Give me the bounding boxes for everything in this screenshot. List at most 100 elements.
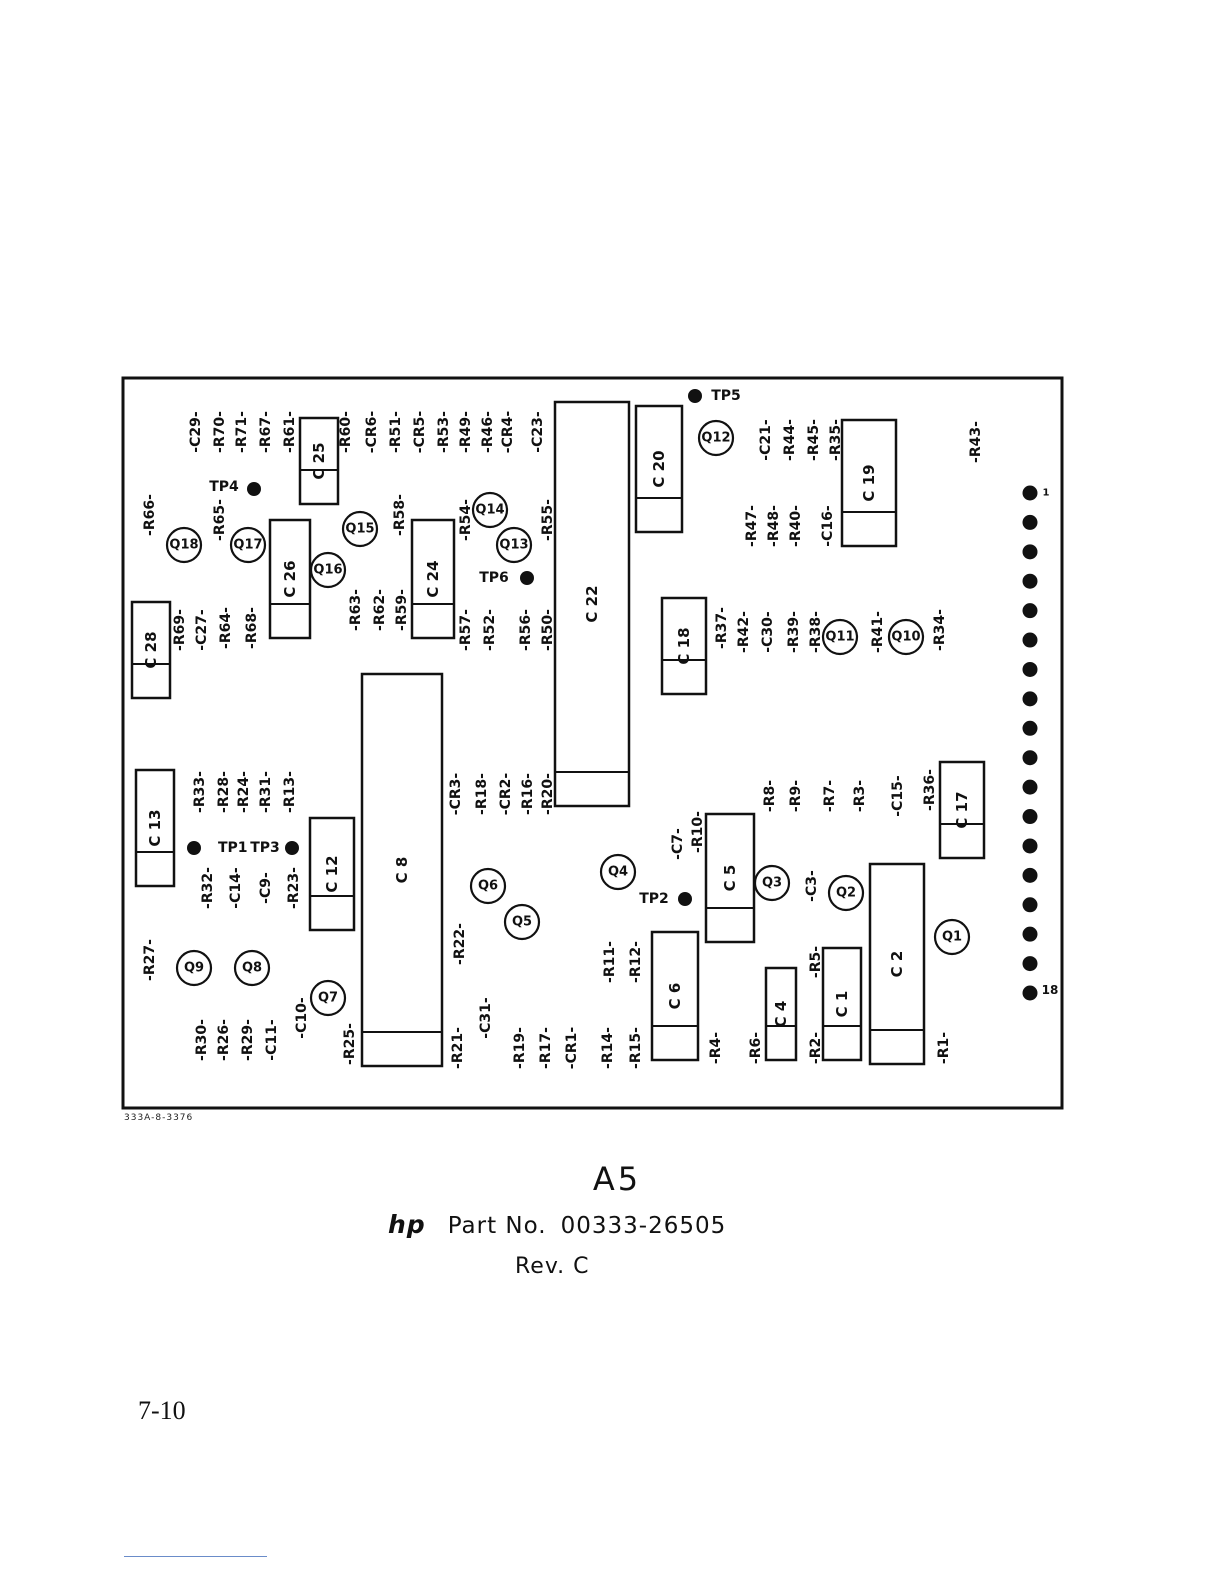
transistor-label-q12: Q12 (701, 431, 730, 446)
connector-pin (1022, 956, 1038, 972)
connector-pin (1022, 691, 1038, 707)
transistor-label-q7: Q7 (318, 991, 338, 1006)
transistor-q1 (933, 918, 971, 956)
capacitor-label-c20: C 20 (650, 450, 668, 487)
assembly-title: A5 (592, 1160, 642, 1198)
capacitor-label-c4: C 4 (772, 1001, 790, 1028)
component-label: -R10- (690, 811, 706, 853)
test-point-label-tp1: TP1 (218, 840, 248, 856)
transistor-label-q10: Q10 (891, 630, 920, 645)
transistor-label-q13: Q13 (499, 538, 528, 553)
component-label: -R59- (394, 589, 410, 631)
component-label: -R62- (372, 589, 388, 631)
component-label: -C31- (478, 997, 494, 1039)
component-label: -R11- (602, 941, 618, 983)
transistor-q3 (753, 864, 791, 902)
component-label: -R38- (808, 611, 824, 653)
test-point-label-tp2: TP2 (639, 891, 669, 907)
test-point-tp1 (187, 841, 201, 855)
component-label: -R51- (388, 411, 404, 453)
component-label: -R6- (748, 1032, 764, 1064)
component-label: -R31- (258, 771, 274, 813)
connector-pin (1022, 838, 1038, 854)
component-label: -R24- (236, 771, 252, 813)
component-label: -R49- (458, 411, 474, 453)
component-label: -R19- (512, 1027, 528, 1069)
transistor-q2 (827, 874, 865, 912)
test-point-tp2 (678, 892, 692, 906)
component-label: -CR2- (498, 773, 514, 816)
revision-label: Rev. C (515, 1254, 590, 1279)
connector-pin-1-label: 1 (1043, 488, 1050, 499)
component-label: -R47- (744, 505, 760, 547)
component-label: -C11- (264, 1019, 280, 1061)
test-point-label-tp6: TP6 (479, 570, 509, 586)
connector-pin (1022, 985, 1038, 1001)
component-label: -R70- (212, 411, 228, 453)
component-label: -R35- (828, 419, 844, 461)
component-label: -R5- (808, 946, 824, 978)
connector-pin (1022, 897, 1038, 913)
component-label: -R41- (870, 611, 886, 653)
page-number: 7-10 (138, 1396, 186, 1425)
test-point-label-tp5: TP5 (711, 388, 741, 404)
transistor-q11 (821, 618, 859, 656)
capacitor-label-c24: C 24 (424, 560, 442, 597)
capacitor-body-c1 (821, 946, 863, 1062)
component-label: -R14- (600, 1027, 616, 1069)
capacitor-label-c6: C 6 (666, 983, 684, 1010)
component-label: -R9- (788, 780, 804, 812)
component-label: -R42- (736, 611, 752, 653)
connector-pin (1022, 750, 1038, 766)
capacitor-label-c19: C 19 (860, 464, 878, 501)
transistor-q9 (175, 949, 213, 987)
component-label: -R71- (234, 411, 250, 453)
connector-pin (1022, 485, 1038, 501)
capacitor-label-c17: C 17 (953, 791, 971, 828)
component-label: -CR1- (564, 1027, 580, 1070)
connector-pin (1022, 926, 1038, 942)
transistor-q18 (165, 526, 203, 564)
component-label: -R40- (788, 505, 804, 547)
component-label: -R15- (628, 1027, 644, 1069)
board-outline (121, 376, 1064, 1110)
component-label: -R64- (218, 607, 234, 649)
component-label: -R3- (852, 780, 868, 812)
component-label: -C16- (820, 505, 836, 547)
component-label: -R54- (458, 499, 474, 541)
component-label: -R21- (450, 1027, 466, 1069)
capacitor-body-c12 (308, 816, 356, 932)
component-label: -R36- (922, 769, 938, 811)
connector-pin (1022, 720, 1038, 736)
capacitor-label-c26: C 26 (281, 560, 299, 597)
component-label: -R1- (936, 1032, 952, 1064)
transistor-label-q6: Q6 (478, 879, 498, 894)
component-label: -R33- (192, 771, 208, 813)
transistor-q13 (495, 526, 533, 564)
capacitor-body-c26 (268, 518, 312, 640)
transistor-label-q4: Q4 (608, 865, 628, 880)
transistor-q15 (341, 510, 379, 548)
capacitor-body-c28 (130, 600, 172, 700)
component-label: -R52- (482, 609, 498, 651)
component-label: -R48- (766, 505, 782, 547)
component-label: -R53- (436, 411, 452, 453)
component-label: -R23- (286, 867, 302, 909)
capacitor-body-c5 (704, 812, 756, 944)
component-label: -R60- (338, 411, 354, 453)
component-label: -R66- (142, 494, 158, 536)
transistor-label-q14: Q14 (475, 503, 504, 518)
transistor-q6 (469, 867, 507, 905)
capacitor-label-c28: C 28 (142, 631, 160, 668)
component-label: -R37- (714, 607, 730, 649)
capacitor-label-c5: C 5 (721, 865, 739, 892)
component-label: -C29- (188, 411, 204, 453)
component-label: -C9- (258, 872, 274, 904)
component-label: -R32- (200, 867, 216, 909)
test-point-tp5 (688, 389, 702, 403)
transistor-q7 (309, 979, 347, 1017)
connector-pin (1022, 544, 1038, 560)
component-label: -R18- (474, 773, 490, 815)
